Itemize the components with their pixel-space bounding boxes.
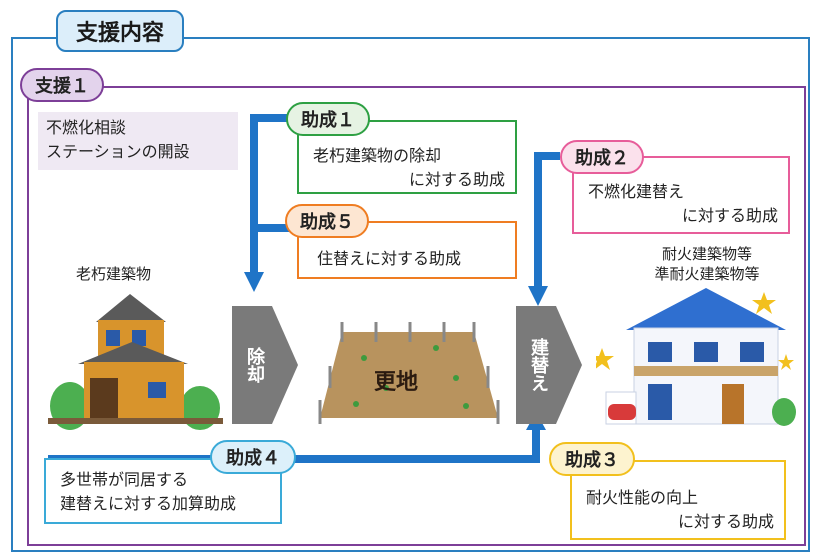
arrowhead-down-right <box>528 286 548 306</box>
outer-frame <box>11 37 810 552</box>
support-frame <box>27 86 806 546</box>
new-building-label: 耐火建築物等 準耐火建築物等 <box>632 244 782 284</box>
grant3-line1: 耐火性能の向上 <box>586 488 699 507</box>
grant2-line2: に対する助成 <box>681 206 778 225</box>
new-building-line2: 準耐火建築物等 <box>654 265 760 283</box>
grant4-line2: 建替えに対する加算助成 <box>60 494 237 513</box>
arrow-demolish-flow <box>250 114 300 275</box>
grant5-line1: 住替えに対する助成 <box>317 249 462 268</box>
grant4-badge: 助成４ <box>210 440 296 474</box>
grant1-badge: 助成１ <box>286 102 370 136</box>
arrow-rebuild-flow <box>534 152 560 290</box>
old-building-illustration <box>48 294 223 430</box>
consultation-station-note: 不燃化相談 ステーションの開設 <box>38 112 238 170</box>
grant5-badge: 助成５ <box>285 204 369 238</box>
rebuild-step-label: 建替え <box>528 338 549 392</box>
vacant-lot-label: 更地 <box>374 370 419 395</box>
rebuild-step-arrow <box>516 306 582 424</box>
page-title: 支援内容 <box>56 10 184 52</box>
grant3-line2: に対する助成 <box>677 512 774 531</box>
grant3-badge: 助成３ <box>549 442 635 476</box>
note-line-2: ステーションの開設 <box>46 142 190 161</box>
grant4-line1: 多世帯が同居する <box>60 470 189 489</box>
new-building-illustration <box>596 288 796 426</box>
vacant-lot-illustration <box>318 322 500 424</box>
note-line-1: 不燃化相談 <box>46 118 127 137</box>
arrowhead-down-left <box>244 272 264 292</box>
new-building-line1: 耐火建築物等 <box>661 245 752 263</box>
grant1-line2: に対する助成 <box>408 170 505 189</box>
grant2-line1: 不燃化建替え <box>588 182 685 201</box>
grant2-badge: 助成２ <box>560 140 644 174</box>
demolish-step-label: 除却 <box>244 347 265 383</box>
grant3-box: 耐火性能の向上 に対する助成 <box>570 460 786 540</box>
grant1-line1: 老朽建築物の除却 <box>313 146 442 165</box>
grant4-box: 多世帯が同居する 建替えに対する加算助成 <box>44 458 282 524</box>
old-building-label: 老朽建築物 <box>76 265 152 283</box>
demolish-step-arrow <box>232 306 298 424</box>
support-label: 支援１ <box>20 68 104 102</box>
